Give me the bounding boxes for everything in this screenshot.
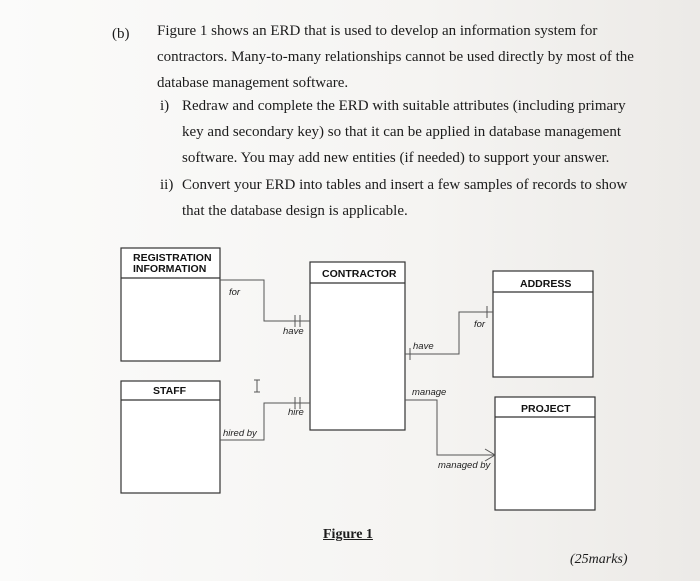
entity-staff: STAFF (120, 380, 221, 494)
item-text: Convert your ERD into tables and insert … (182, 172, 627, 224)
relationship-registration-contractor: for have (220, 279, 310, 337)
entity-name: ADDRESS (520, 278, 571, 290)
relationship-line (220, 279, 310, 322)
item-line: key and secondary key) so that it can be… (182, 124, 621, 140)
entity-box (494, 396, 596, 511)
entity-name: REGISTRATION (133, 252, 212, 264)
entity-project: PROJECT (494, 396, 596, 511)
entity-contractor: CONTRACTOR (309, 261, 406, 431)
relationship-contractor-project: manage managed by (405, 387, 496, 471)
entity-name: STAFF (153, 385, 187, 397)
relationship-line (405, 399, 495, 456)
item-number: ii) (160, 177, 174, 193)
relationship-line (220, 402, 310, 441)
entity-box (120, 380, 221, 494)
intro-line: database management software. (157, 75, 349, 91)
item-number: i) (160, 98, 170, 114)
marks-label: (25marks) (570, 552, 628, 567)
entity-box (120, 247, 221, 362)
relationship-label: manage (412, 387, 446, 398)
intro-line: Figure 1 shows an ERD that is used to de… (157, 23, 598, 39)
relationship-label: for (229, 287, 241, 298)
intro-line: contractors. Many-to-many relationships … (157, 49, 634, 65)
relationship-label: hired by (223, 428, 258, 439)
entity-address: ADDRESS (492, 270, 594, 378)
question-intro: Figure 1 shows an ERD that is used to de… (157, 18, 634, 96)
item-line: Convert your ERD into tables and insert … (182, 177, 628, 193)
relationship-contractor-address: have for (405, 306, 493, 360)
item-text: Redraw and complete the ERD with suitabl… (182, 93, 626, 171)
item-line: that the database design is applicable. (182, 203, 408, 219)
entity-registration-information: REGISTRATION INFORMATION (120, 247, 221, 362)
entity-name: INFORMATION (133, 263, 206, 275)
relationship-staff-contractor: hire hired by (220, 379, 310, 441)
question-label: (b) (112, 26, 130, 42)
relationship-line (405, 311, 493, 355)
crow-foot-mark (484, 448, 496, 462)
relationship-label: managed by (438, 460, 492, 471)
entity-name: CONTRACTOR (322, 268, 397, 280)
item-line: Redraw and complete the ERD with suitabl… (182, 98, 626, 114)
relationship-label: for (474, 319, 486, 330)
figure-caption: Figure 1 (323, 527, 373, 542)
entity-box (492, 270, 594, 378)
entity-box (309, 261, 406, 431)
relationship-label: hire (288, 407, 304, 418)
item-line: software. You may add new entities (if n… (182, 150, 610, 166)
relationship-label: have (283, 326, 304, 337)
relationship-label: have (413, 341, 434, 352)
entity-name: PROJECT (521, 403, 571, 415)
